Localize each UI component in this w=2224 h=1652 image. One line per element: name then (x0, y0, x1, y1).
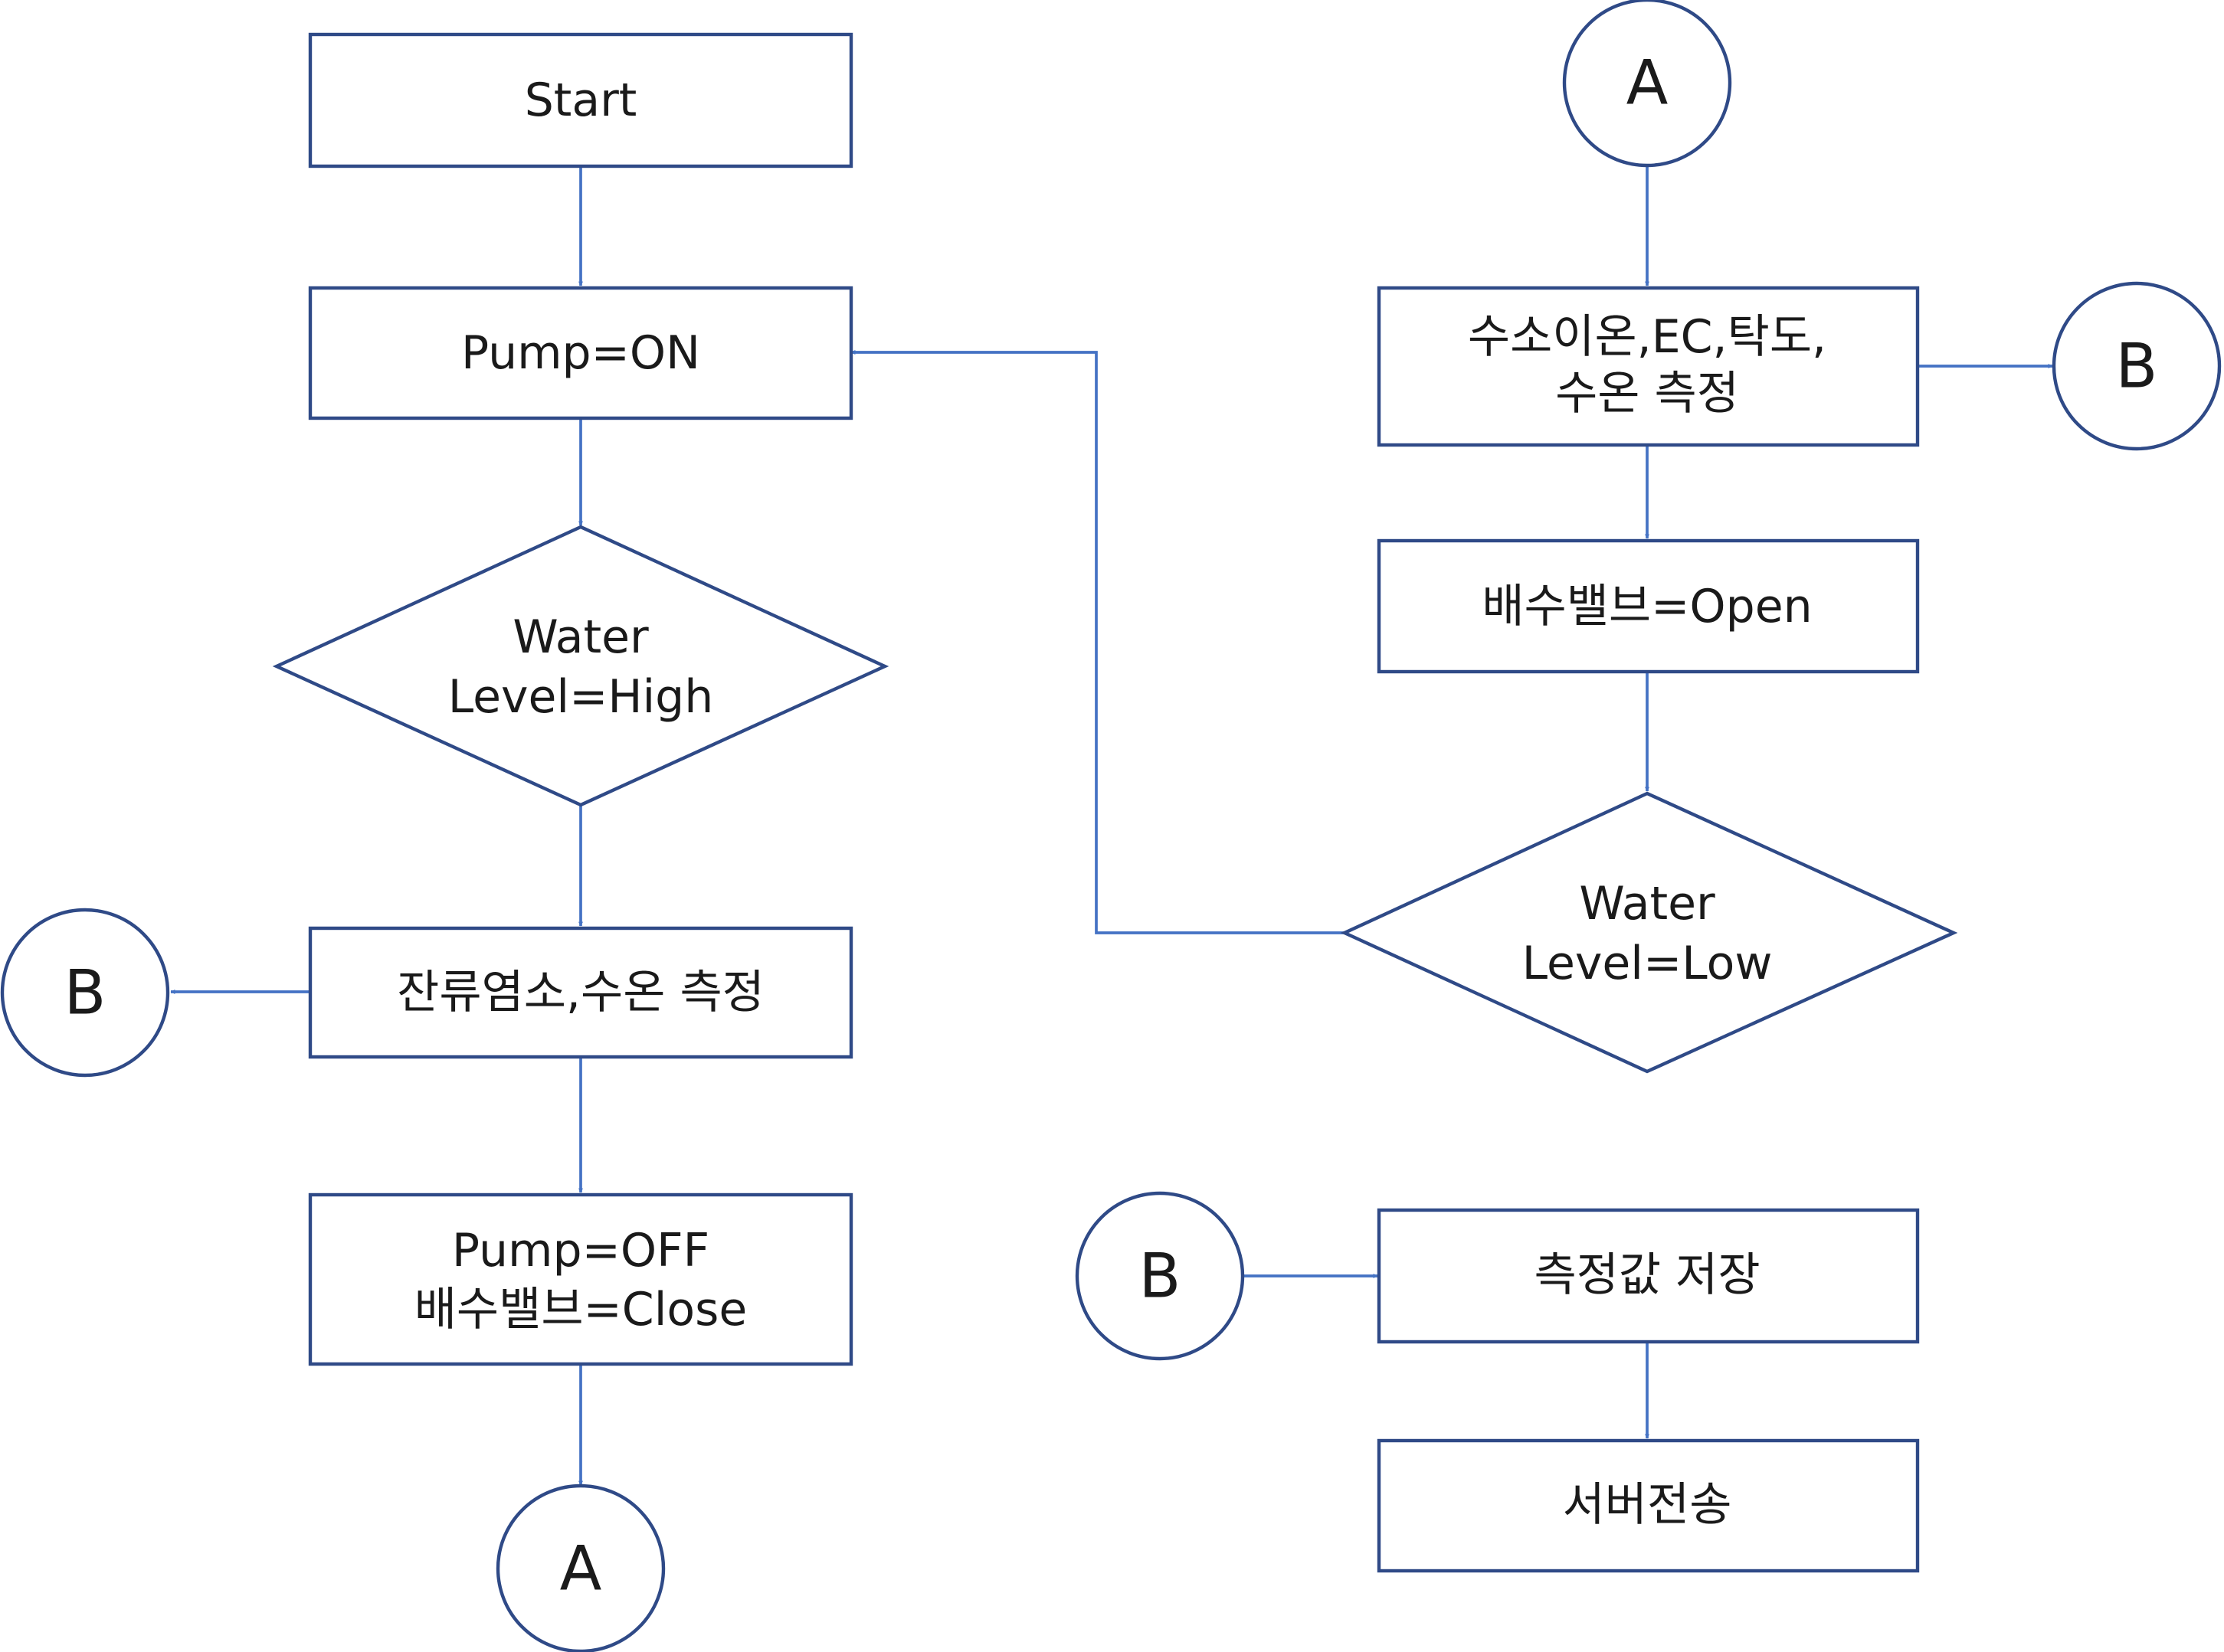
node-save-values: 측정값 저장 (1377, 1208, 1920, 1344)
connector-a-bottom-circle (496, 1484, 666, 1652)
connector-b-left-label: B (64, 957, 106, 1029)
node-pump-off: Pump=OFF 배수밸브=Close (308, 1192, 853, 1366)
pump-off-line2: 배수밸브=Close (414, 1283, 748, 1336)
node-start: Start (308, 32, 853, 168)
node-measure-ph: 수소이온,EC,탁도, 수온 측정 (1377, 286, 1920, 447)
connector-a-bottom-label: A (560, 1533, 602, 1605)
water-level-high-diamond (272, 525, 889, 807)
water-level-high-line1: Water (513, 610, 649, 664)
start-label: Start (525, 74, 637, 127)
start-box (308, 32, 853, 168)
connector-a-top-circle (1562, 0, 1732, 168)
edge-water-low-loop-to-pump-on (850, 350, 1345, 934)
node-server-send: 서버전송 (1377, 1438, 1920, 1573)
server-send-label: 서버전송 (1563, 1478, 1732, 1532)
measure-chlorine-label: 잔류염소,수온 측정 (397, 966, 765, 1019)
connector-b-right-label: B (2116, 331, 2158, 402)
pump-on-box (308, 286, 853, 420)
connector-b-left: B (0, 908, 170, 1078)
pump-on-label: Pump=ON (461, 326, 700, 380)
measure-ph-box (1377, 286, 1920, 447)
connector-a-bottom: A (496, 1484, 666, 1652)
connector-b-bottom-circle (1075, 1191, 1245, 1361)
server-send-box (1377, 1438, 1920, 1573)
edges (170, 166, 2053, 1486)
node-valve-open: 배수밸브=Open (1377, 538, 1920, 674)
connector-b-left-circle (0, 908, 170, 1078)
measure-chlorine-box (308, 926, 853, 1059)
connector-b-bottom: B (1075, 1191, 1245, 1361)
pump-off-box (308, 1192, 853, 1366)
save-values-label: 측정값 저장 (1534, 1248, 1760, 1302)
node-pump-on: Pump=ON (308, 286, 853, 420)
node-measure-chlorine: 잔류염소,수온 측정 (308, 926, 853, 1059)
water-level-low-line2: Level=Low (1522, 937, 1773, 990)
water-level-low-line1: Water (1579, 877, 1715, 931)
measure-ph-line1: 수소이온,EC,탁도, (1468, 310, 1826, 364)
node-water-level-high: Water Level=High (272, 525, 889, 807)
measure-ph-line2: 수온 측정 (1555, 367, 1739, 420)
water-level-low-diamond (1340, 791, 1958, 1074)
node-water-level-low: Water Level=Low (1340, 791, 1958, 1074)
valve-open-box (1377, 538, 1920, 674)
connector-a-top-label: A (1626, 47, 1669, 119)
valve-open-label: 배수밸브=Open (1482, 580, 1812, 633)
save-values-box (1377, 1208, 1920, 1344)
water-level-high-line2: Level=High (448, 670, 714, 724)
connector-a-top: A (1562, 0, 1732, 168)
connector-b-right: B (2052, 281, 2222, 451)
connector-b-right-circle (2052, 281, 2222, 451)
pump-off-line1: Pump=OFF (452, 1224, 709, 1277)
connector-b-bottom-label: B (1139, 1241, 1181, 1312)
